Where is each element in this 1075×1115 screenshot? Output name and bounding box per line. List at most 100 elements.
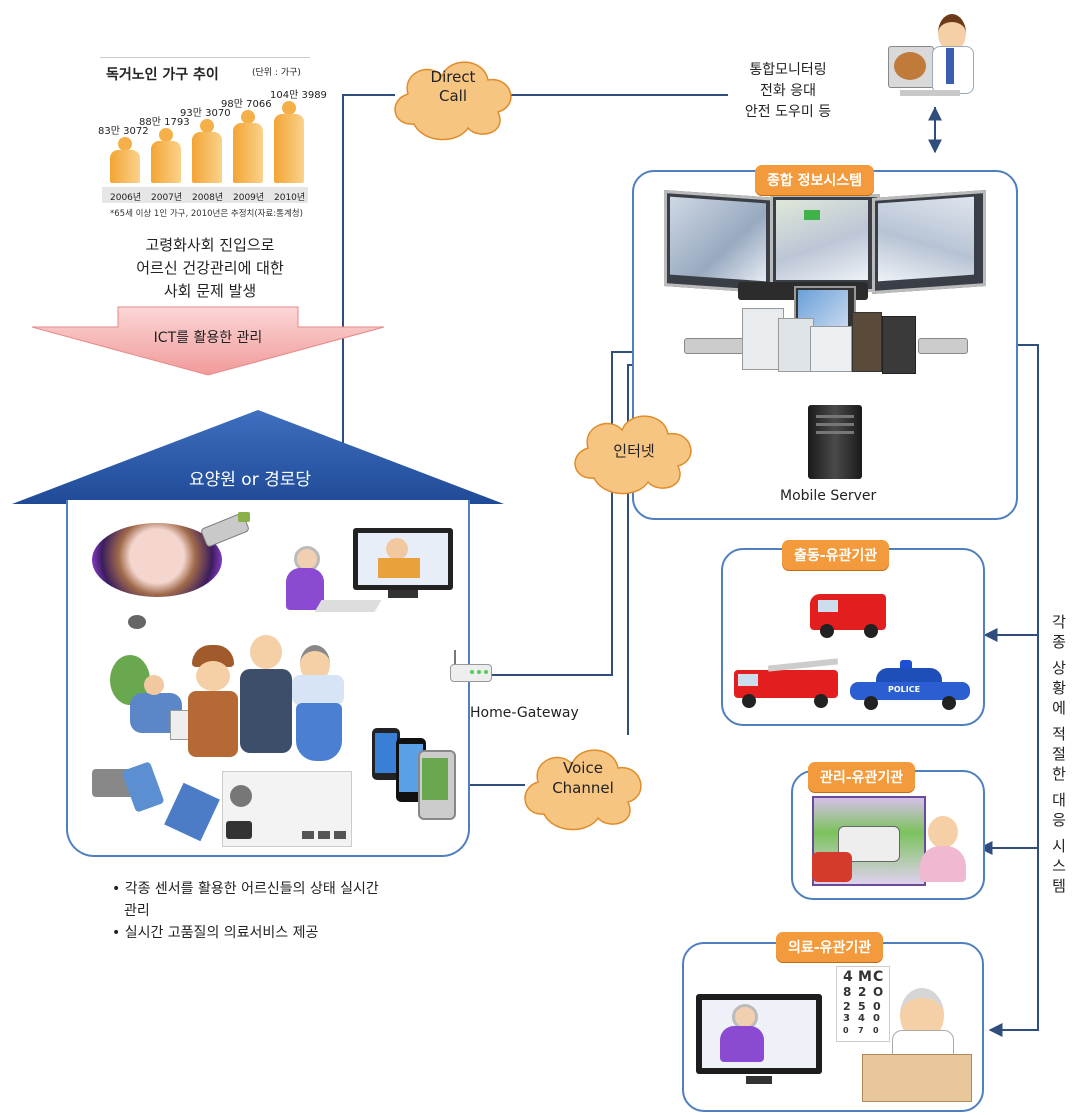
eye-chart-letter: 0: [873, 1000, 881, 1013]
ict-arrow: [31, 306, 385, 376]
mobile-server-label: Mobile Server: [780, 488, 877, 504]
eye-chart-letter: 5: [858, 1000, 866, 1013]
bullet-1: • 각종 센서를 활용한 어르신들의 상태 실시간: [112, 881, 379, 897]
server-rack-illustration: [684, 282, 968, 374]
voice-channel-label: Voice Channel: [528, 758, 638, 798]
stats-value-label: 88만 1793: [139, 117, 190, 128]
voice-channel-line-2: Channel: [552, 779, 614, 797]
eye-chart-letter: M: [858, 969, 872, 985]
stats-block: 독거노인 가구 추이 (단위 : 가구) *65세 이상 1인 가구, 2010…: [98, 55, 327, 230]
eye-chart-letter: 2: [858, 985, 867, 999]
eye-chart-letter: 0: [873, 1026, 879, 1035]
camera-view-illustration: [92, 523, 222, 597]
monitoring-line-2: 전화 응대: [760, 83, 816, 99]
monitoring-text: 통합모니터링 전화 응대 안전 도우미 등: [728, 60, 848, 123]
stats-year-label: 2006년: [110, 193, 142, 203]
smartphones-icon: [372, 728, 456, 820]
telemedicine-tv-illustration: [696, 994, 826, 1094]
stats-value-label: 104만 3989: [270, 90, 327, 101]
stats-title: 독거노인 가구 추이: [106, 67, 219, 83]
management-agency-tag: 관리-유관기관: [808, 762, 916, 792]
stats-year-label: 2009년: [233, 193, 265, 203]
fire-truck-icon: [734, 658, 842, 708]
internet-cloud: [574, 415, 692, 495]
direct-call-line-2: Call: [438, 87, 467, 105]
voice-channel-line-1: Voice: [563, 759, 603, 777]
stats-value-label: 83만 3072: [98, 126, 149, 137]
stats-figure: [106, 137, 144, 183]
dispatch-agency-tag: 출동-유관기관: [782, 540, 890, 570]
stats-unit: (단위 : 가구): [252, 68, 301, 78]
vertical-label-char: 한: [1052, 765, 1066, 783]
cctv-camera-icon: [196, 512, 254, 552]
vertical-label-char: 대: [1052, 791, 1066, 809]
stats-value-label: 93만 3070: [180, 108, 231, 119]
eye-chart-letter: 4: [843, 969, 853, 985]
operator-icon: [880, 8, 980, 108]
stats-year-label: 2007년: [151, 193, 183, 203]
medical-agency-tag: 의료-유관기관: [776, 932, 884, 962]
vertical-label-char: 황: [1052, 679, 1066, 697]
home-gateway-label: Home-Gateway: [470, 705, 579, 721]
doctor-illustration: [862, 988, 974, 1102]
elderly-group-illustration: [100, 615, 360, 765]
stats-figure: [229, 110, 267, 183]
home-gateway-icon: [446, 650, 494, 686]
ambulance-icon: [810, 586, 890, 638]
eye-chart-letter: 2: [843, 1000, 851, 1013]
right-trunk-line: [988, 344, 1039, 1037]
intro-text: 고령화사회 진입으로 어르신 건강관리에 대한 사회 문제 발생: [110, 234, 310, 303]
hospital-illustration: [808, 796, 968, 888]
sensor-devices-illustration: [92, 761, 352, 850]
eye-chart-letter: 3: [843, 1013, 850, 1024]
roof-label: 요양원 or 경로당: [188, 470, 312, 490]
vertical-label-char: 각: [1052, 613, 1066, 631]
intro-line-2: 어르신 건강관리에 대한: [136, 259, 284, 277]
monitoring-line-3: 안전 도우미 등: [744, 104, 832, 120]
mobile-server-icon: [808, 405, 864, 481]
eye-chart-letter: 7: [858, 1026, 864, 1035]
voice-channel-cloud: [524, 749, 642, 831]
stats-footnote: *65세 이상 1인 가구, 2010년은 추정치(자료:통계청): [110, 209, 303, 219]
eye-chart-letter: 0: [873, 1013, 880, 1024]
eye-chart-letter: C: [873, 969, 884, 985]
stats-figure: [147, 128, 185, 183]
stats-figure: [188, 119, 226, 183]
stats-value-label: 98만 7066: [221, 99, 272, 110]
vertical-label-char: 종: [1052, 633, 1066, 651]
vertical-label-char: 스: [1052, 857, 1066, 875]
vertical-label-char: 에: [1052, 699, 1066, 717]
stats-figure: [270, 101, 308, 183]
vertical-label-char: 시: [1052, 837, 1066, 855]
monitor-wall: [664, 188, 986, 294]
stats-year-label: 2008년: [192, 193, 224, 203]
ict-arrow-label: ICT를 활용한 관리: [153, 330, 263, 346]
vertical-label-char: 절: [1052, 745, 1066, 763]
police-car-icon: POLICE: [848, 660, 972, 710]
bullet-list: • 각종 센서를 활용한 어르신들의 상태 실시간 관리 • 실시간 고품질의 …: [112, 878, 452, 944]
intro-line-3: 사회 문제 발생: [163, 282, 257, 300]
eye-chart-letter: O: [873, 985, 884, 999]
vertical-label-char: 템: [1052, 877, 1066, 895]
stats-year-label: 2010년: [274, 193, 306, 203]
vertical-label-char: 적: [1052, 725, 1066, 743]
internet-label: 인터넷: [613, 442, 655, 460]
eye-chart-letter: 0: [843, 1026, 849, 1035]
house-roof: [12, 410, 504, 504]
bullet-2: • 실시간 고품질의 의료서비스 제공: [112, 925, 319, 941]
eye-chart-letter: 8: [843, 985, 852, 999]
elderly-woman-tv-illustration: [278, 528, 458, 628]
monitoring-line-1: 통합모니터링: [749, 62, 827, 78]
vertical-label-char: 응: [1052, 811, 1066, 829]
eye-chart-letter: 4: [858, 1013, 865, 1024]
direct-call-cloud: [394, 61, 512, 141]
direct-call-line-1: Direct: [430, 68, 476, 86]
system-panel-tag: 종합 정보시스템: [755, 165, 875, 195]
direct-call-label: Direct Call: [398, 68, 508, 106]
bullet-1-cont: 관리: [124, 903, 150, 919]
police-car-text: POLICE: [888, 685, 921, 694]
vertical-label-char: 상: [1052, 659, 1066, 677]
intro-line-1: 고령화사회 진입으로: [145, 236, 275, 254]
